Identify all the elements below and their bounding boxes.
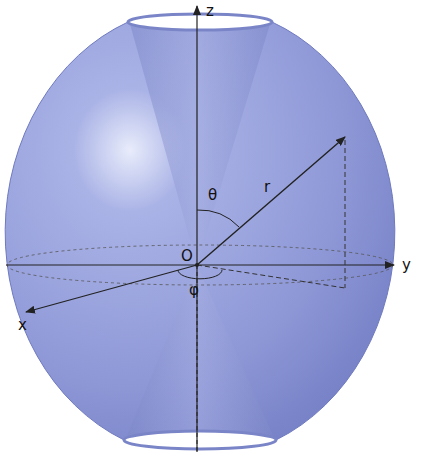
lower-cone xyxy=(126,265,274,438)
projection-line xyxy=(197,265,345,288)
axis-label: x xyxy=(18,318,27,333)
sphere-body xyxy=(5,22,395,449)
origin-dot xyxy=(195,263,199,267)
top-opening xyxy=(128,14,272,30)
projection-line xyxy=(345,140,346,288)
origin-label: O xyxy=(181,249,193,264)
z-axis xyxy=(196,6,197,452)
angle-label: φ xyxy=(189,283,199,298)
upper-cone xyxy=(130,24,270,265)
phi-arc xyxy=(178,270,222,279)
x-axis xyxy=(26,265,197,312)
theta-arc xyxy=(197,210,239,227)
radius-vector xyxy=(197,137,345,265)
bottom-opening xyxy=(124,431,276,449)
angle-label: θ xyxy=(208,188,217,203)
axis-label: y xyxy=(402,258,411,273)
axis-label: z xyxy=(206,4,214,19)
radius-label: r xyxy=(264,180,270,195)
